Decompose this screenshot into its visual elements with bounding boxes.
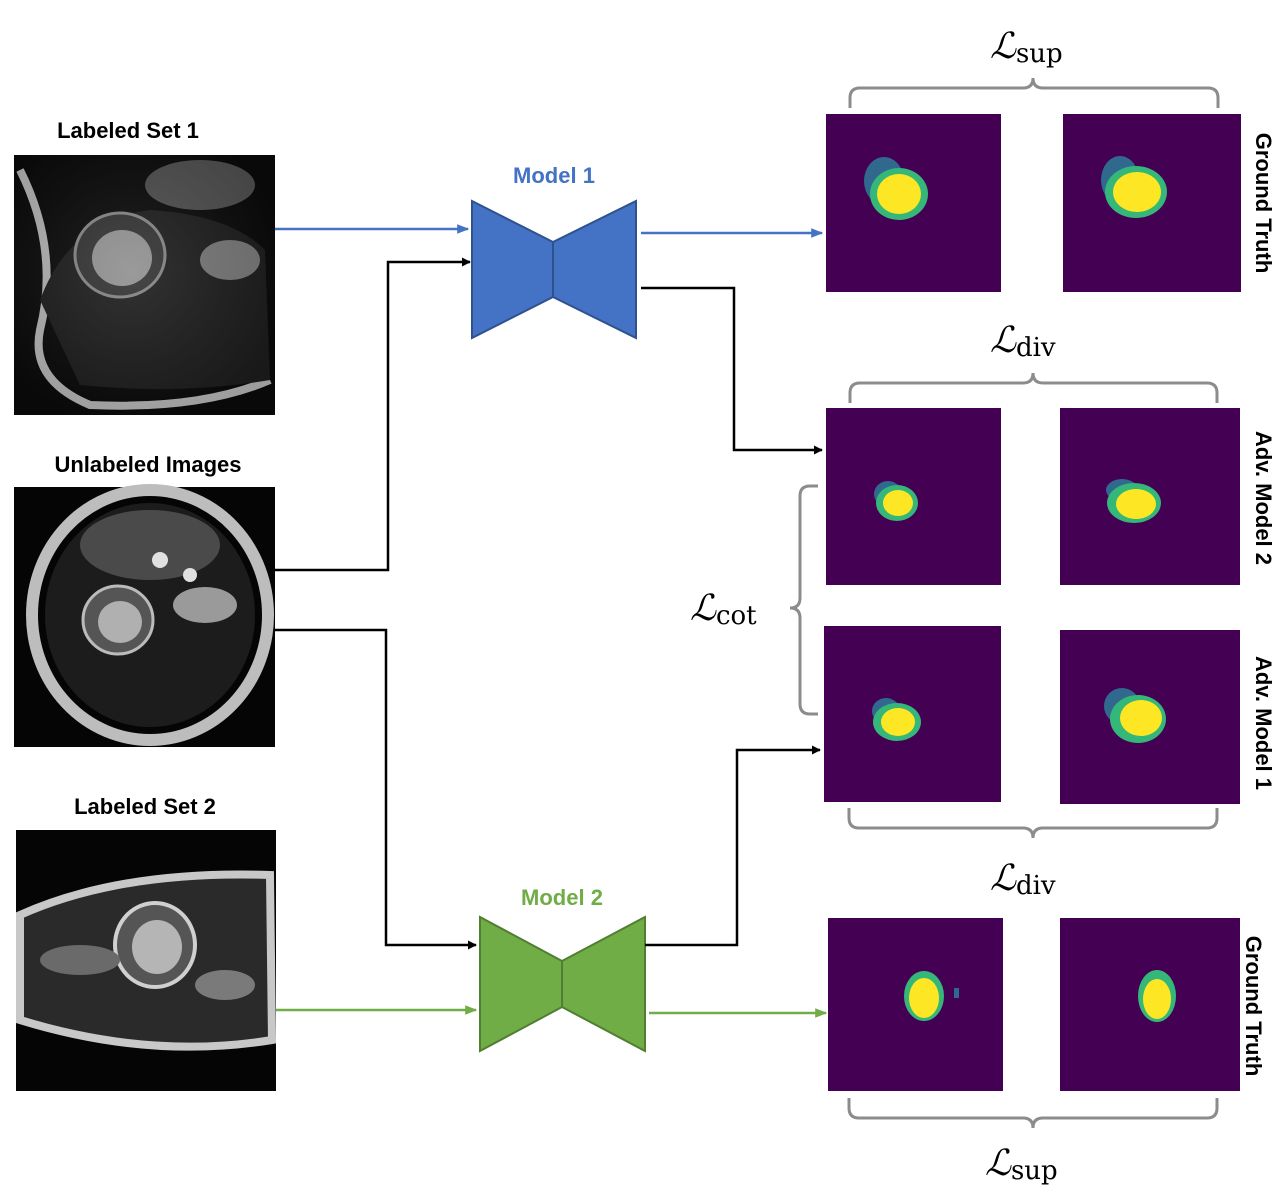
- mask-gt-bottom-right: [1060, 918, 1240, 1091]
- mask-gt-top-right: [1063, 114, 1241, 292]
- labeled-set-1-image: [14, 155, 275, 415]
- mask-adv1-left: [824, 626, 1001, 802]
- row-label-adv-model-1: Adv. Model 1: [1251, 656, 1276, 790]
- model-2-shape: [479, 915, 646, 1053]
- arrow-unlabeled-to-model2: [275, 628, 477, 950]
- model-1-label: Model 1: [513, 163, 595, 188]
- mask-adv2-right: [1060, 408, 1240, 585]
- model-1-shape: [471, 199, 637, 340]
- loss-sup-top: ℒsup: [990, 26, 1063, 69]
- arrow-model1-to-adv-model2: [641, 286, 823, 455]
- mask-adv1-right: [1060, 630, 1240, 804]
- loss-sup-bottom: ℒsup: [985, 1143, 1058, 1186]
- brace-sup-bottom: [847, 1098, 1219, 1129]
- row-label-ground-truth-top: Ground Truth: [1251, 133, 1276, 274]
- brace-cot: [789, 484, 818, 716]
- mask-gt-bottom-left: [828, 918, 1003, 1091]
- labeled-set-1-label: Labeled Set 1: [57, 118, 199, 143]
- loss-cot: ℒcot: [690, 588, 757, 631]
- brace-div-lower: [847, 808, 1219, 839]
- arrow-model2-to-adv-model1: [645, 745, 821, 947]
- loss-div-lower: ℒdiv: [990, 858, 1056, 901]
- unlabeled-image: [14, 484, 275, 747]
- brace-div-upper: [848, 372, 1219, 403]
- brace-sup-top: [848, 77, 1220, 108]
- row-label-ground-truth-bottom: Ground Truth: [1241, 936, 1266, 1077]
- row-label-adv-model-2: Adv. Model 2: [1251, 431, 1276, 565]
- arrow-unlabeled-to-model1: [275, 257, 471, 572]
- unlabeled-images-label: Unlabeled Images: [54, 452, 241, 477]
- labeled-set-2-label: Labeled Set 2: [74, 794, 216, 819]
- labeled-set-2-image: [16, 830, 277, 1091]
- model-2-label: Model 2: [521, 885, 603, 910]
- loss-div-upper: ℒdiv: [990, 320, 1056, 363]
- mask-adv2-left: [826, 408, 1001, 585]
- mask-gt-top-left: [826, 114, 1001, 292]
